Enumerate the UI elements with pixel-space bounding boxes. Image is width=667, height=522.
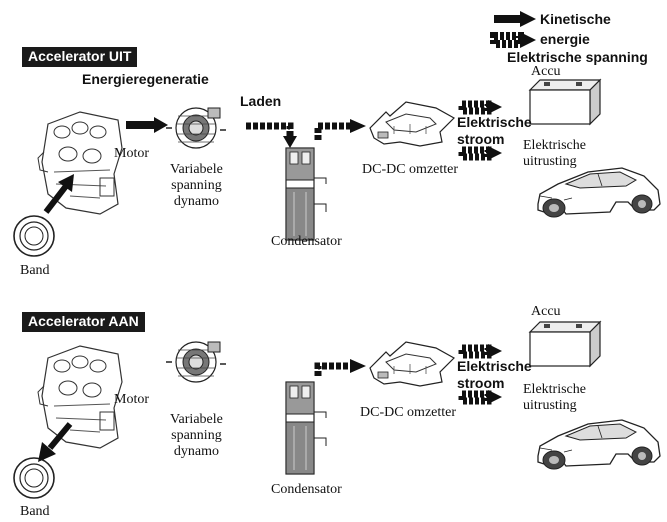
battery-label: Accu	[531, 304, 561, 319]
dcdc-converter-icon	[369, 341, 455, 387]
legend-kinetic-label-2: energie	[540, 31, 590, 47]
converter-label: DC-DC omzetter	[362, 162, 459, 177]
engine-label: Motor	[114, 392, 149, 407]
electric-arrow-converter-to-battery	[458, 100, 502, 115]
section-header-accelerator-off: Accelerator UIT	[22, 47, 138, 67]
legend-kinetic-arrow	[494, 11, 536, 27]
capacitor-icon	[285, 147, 327, 241]
belt-label: Band	[20, 504, 50, 519]
charging-label: Laden	[240, 93, 282, 109]
engine-icon	[37, 345, 123, 449]
legend-kinetic-label-1: Kinetische	[540, 11, 611, 27]
electric-arrow-alternator-to-capacitor	[246, 122, 297, 148]
legend-electric-arrow	[490, 32, 536, 48]
equipment-label: Elektrische uitrusting	[523, 138, 586, 169]
electric-arrow-converter-to-equipment	[458, 146, 502, 161]
legend-electric-label: Elektrische spanning	[507, 49, 648, 65]
capacitor-label: Condensator	[271, 482, 342, 497]
equipment-label: Elektrische uitrusting	[523, 382, 586, 413]
electric-arrow-capacitor-to-converter	[314, 119, 366, 140]
alternator-label: Variabele spanning dynamo	[170, 162, 223, 209]
pulley-icon	[13, 215, 55, 257]
converter-label: DC-DC omzetter	[360, 405, 457, 420]
engine-icon	[37, 111, 123, 215]
kinetic-arrow-engine-to-alternator	[126, 117, 168, 133]
electric-arrow-converter-to-battery	[458, 344, 502, 359]
capacitor-icon	[285, 381, 327, 475]
engine-label: Motor	[114, 146, 149, 161]
alternator-label: Variabele spanning dynamo	[170, 412, 223, 459]
alternator-icon	[165, 107, 227, 149]
electric-arrow-converter-to-equipment	[458, 390, 502, 405]
section-header-accelerator-on: Accelerator AAN	[22, 312, 145, 332]
car-icon	[537, 419, 661, 470]
kinetic-arrow-engine-to-belt	[38, 422, 73, 462]
battery-icon	[529, 79, 601, 125]
electric-arrow-capacitor-to-converter	[314, 359, 366, 376]
car-icon	[537, 167, 661, 218]
regeneration-label: Energieregeneratie	[82, 71, 209, 87]
dcdc-converter-icon	[369, 101, 455, 147]
belt-label: Band	[20, 263, 50, 278]
current-label: Elektrische stroom	[457, 358, 532, 391]
pulley-icon	[13, 457, 55, 499]
capacitor-label: Condensator	[271, 234, 342, 249]
kinetic-arrow-belt-to-engine	[43, 174, 74, 214]
battery-icon	[529, 321, 601, 367]
current-label: Elektrische stroom	[457, 114, 532, 147]
alternator-icon	[165, 341, 227, 383]
battery-label: Accu	[531, 64, 561, 79]
